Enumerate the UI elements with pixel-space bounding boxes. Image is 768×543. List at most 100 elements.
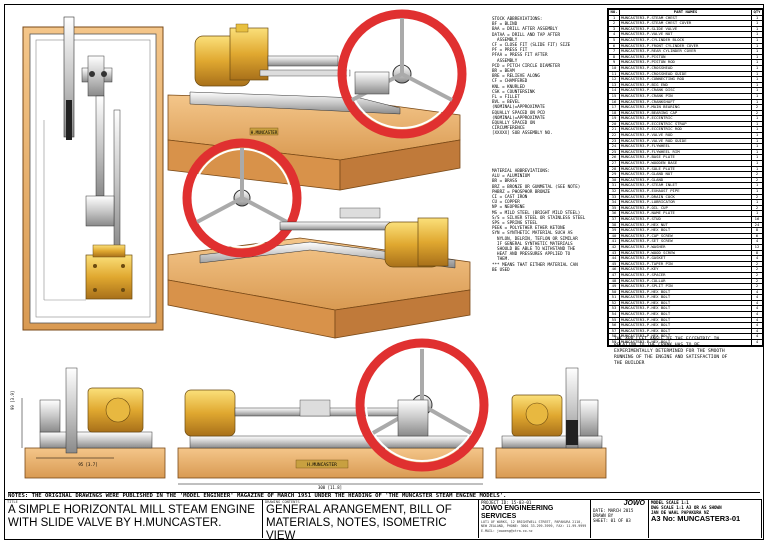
title-cell: TITLE A SIMPLE HORIZONTAL MILL STEAM ENG… — [4, 499, 262, 538]
plan-view — [22, 16, 164, 331]
bom-cell-qty: 1 — [751, 70, 763, 78]
model-scale: MODEL SCALE 1:1 — [651, 500, 689, 505]
stock-abbr-line: BVL = BEVEL — [492, 99, 520, 105]
logo-cell: JOWO DATE: MARCH 2015 DRAWN BY SHEET: 01… — [590, 499, 648, 538]
drawn-label: DRAWN BY — [593, 513, 614, 518]
stock-abbr-line: BF = BLIND — [492, 21, 518, 27]
bom-cell-qty: 2 — [751, 104, 763, 111]
bom-cell-qty: 4 — [751, 311, 763, 318]
stock-abbr-line: CF = CLOSE FIT (SLIDE FIT) SIZE — [492, 42, 571, 48]
bom-cell-qty: 4 — [751, 327, 763, 335]
stock-abbr-line: (NOMINAL)=APPROXIMATE — [492, 104, 545, 110]
svg-text:H.MUNCASTER: H.MUNCASTER — [251, 130, 278, 135]
stock-abbr-line: CIRCUMFERENCE — [492, 125, 525, 131]
material-abbr-line: BRZ = BRONZE OR GUNMETAL (SEE NOTE) — [492, 183, 581, 189]
bom-cell-qty: 4 — [751, 294, 763, 301]
stock-abbr-line: CSK = COUNTERSINK — [492, 88, 535, 94]
scale-cell: MODEL SCALE 1:1 DWG SCALE 1:1 A3 OR AS S… — [648, 499, 762, 538]
bom-cell-qty: 4 — [751, 299, 763, 307]
bom-cell-qty: 1 — [751, 81, 763, 89]
bom-cell-qty: 4 — [751, 288, 763, 296]
eccentric-note: THE APP LEFT ANGLE OF THE ECCENTRIC IN R… — [614, 337, 728, 366]
sheet-size: A3 — [651, 514, 661, 523]
notes-line: NOTES: THE ORIGINAL DRAWINGS WERE PUBLIS… — [8, 492, 760, 499]
stock-abbr-line: EQUALLY SPACED ON PCD — [492, 109, 545, 115]
bom-cell-qty: 1 — [751, 76, 763, 83]
company-name: JOWO ENGINEERING SERVICES — [481, 505, 554, 520]
front-view: H.MUNCASTER 300 [11.8] — [177, 338, 489, 490]
material-abbr-line: BE USED — [492, 266, 510, 272]
stock-abbr-line: STOCK ABBREVIATIONS: — [492, 16, 543, 21]
bom-cell-qty: 1 — [751, 59, 763, 66]
bom-cell-qty: 2 — [751, 266, 763, 273]
material-abbr-line: S/S = SILVER STEEL OR STAINLESS STEEL — [492, 214, 586, 220]
company-cell: PROJECT ID: 15-03-01 JOWO ENGINEERING SE… — [478, 499, 590, 538]
stock-abbr-line: PCD = PITCH CIRCLE DIAMETER — [492, 62, 561, 68]
name-plate: H.MUNCASTER — [307, 462, 337, 468]
dim-width-side: 95 [3.7] — [78, 462, 97, 467]
bom-cell-qty: 4 — [751, 322, 763, 329]
material-abbr-line: NYLON, DELRIN, TEFLON OR SIMILAR — [492, 235, 578, 241]
stock-abbr-line: FL = FILLET — [492, 94, 520, 100]
stock-abbr-line: DATAA = DRILL AND TAP AFTER — [492, 31, 561, 37]
material-abbr-line: MATERIAL ABBREVIATIONS: — [492, 168, 550, 173]
stock-abbr-line: (NOMINAL)=APPROXIMATE — [492, 114, 545, 120]
stock-abbr-line: KNL = KNURLED — [492, 83, 525, 89]
contents-cell: DRAWING CONTENTS GENERAL ARANGEMENT, BIL… — [262, 499, 478, 542]
bom-cell-qty: 1 — [751, 20, 763, 27]
company-address: LOT1 OF WORKS, 12 BRIGHTWELL STREET, PAP… — [481, 520, 587, 528]
project-id: 15-03-01 — [511, 500, 532, 505]
date-value: MARCH 2015 — [608, 508, 634, 513]
material-abbr-line: SYN = SYNTHETIC MATERIAL SUCH AS — [492, 230, 573, 236]
bom-cell-qty: 2 — [751, 277, 763, 285]
bom-cell-qty: 1 — [751, 120, 763, 128]
bom-cell-qty: 4 — [751, 339, 763, 346]
drawing-title: A SIMPLE HORIZONTAL MILL STEAM ENGINE WI… — [8, 504, 255, 529]
project-label: PROJECT ID — [481, 500, 507, 505]
stock-abbr-line: PFAA = PRESS FIT AFTER — [492, 52, 548, 58]
drawn-by: JAN DE WAAL PAPAKURA NZ — [651, 510, 709, 515]
stock-abbr-line: ASSEMBLY — [492, 57, 518, 63]
dim-height: 99 [3.9] — [10, 391, 15, 410]
bom-cell-qty: 1 — [751, 64, 763, 72]
material-abbr-line: CI = CAST IRON — [492, 194, 528, 200]
date-label: DATE — [593, 508, 604, 513]
bom-cell-qty: 1 — [751, 25, 763, 33]
bom-cell-qty: 4 — [751, 316, 763, 324]
bom-cell-qty: 1 — [751, 115, 763, 122]
stock-abbr-line: BAA = DRILL AFTER ASSEMBLY — [492, 26, 558, 32]
isometric-view-middle — [167, 138, 471, 339]
stock-abbr-line: [XXXXX] SUB ASSEMBLY NO. — [492, 130, 553, 136]
material-abbr-line: PHBRZ = PHOSPHOR BRONZE — [492, 188, 550, 194]
bom-cell-qty: 2 — [751, 109, 763, 117]
dim-length: 300 [11.8] — [318, 485, 342, 490]
stock-abbr-line: BRE = RELIEVE ALONG — [492, 73, 540, 79]
bom-cell-qty: 1 — [751, 14, 763, 22]
material-abbr-line: *** MEANS THAT EITHER MATERIAL CAN — [492, 261, 578, 267]
material-abbr-line: PEEK = POLYETHER ETHER KETONE — [492, 225, 566, 231]
